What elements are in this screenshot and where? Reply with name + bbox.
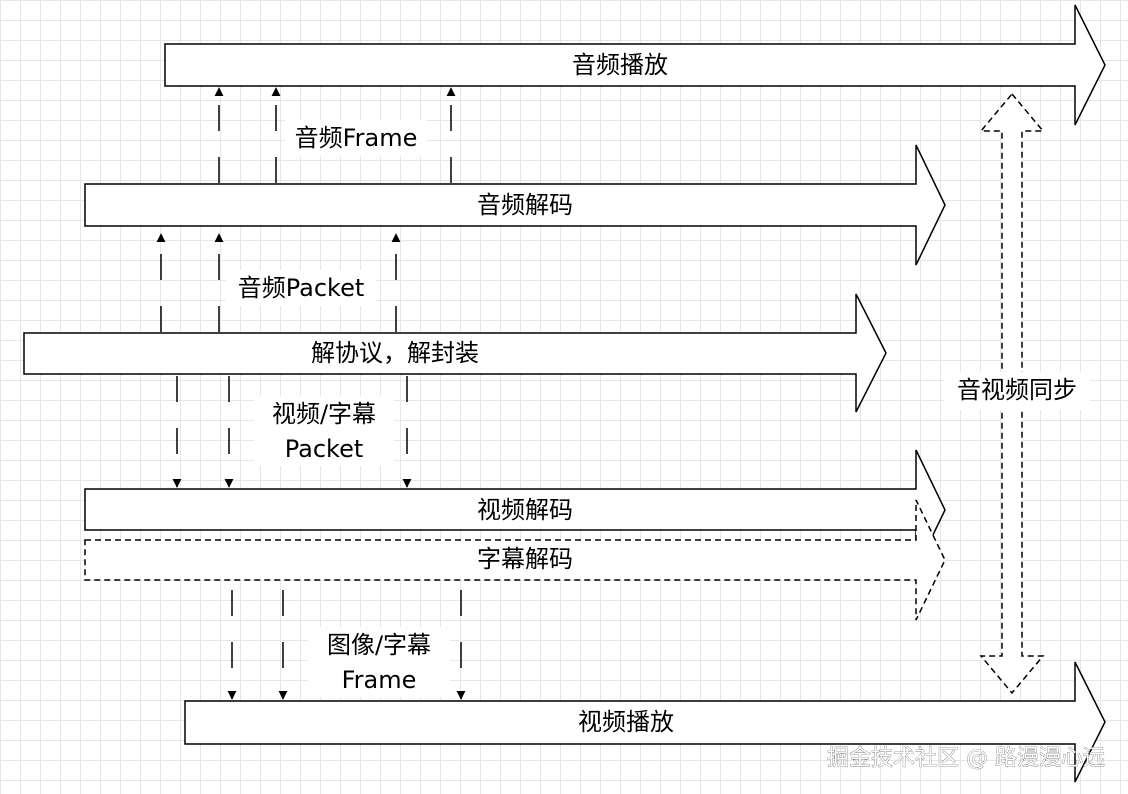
image-frame-label-line2: Frame xyxy=(342,666,417,694)
audio-decode-arrow xyxy=(84,144,946,266)
image-frame-label-bg xyxy=(308,627,450,697)
subtitle-decode-label: 字幕解码 xyxy=(477,545,573,573)
demux-label: 解协议，解封装 xyxy=(311,339,479,367)
video-packet-label-bg xyxy=(254,396,394,466)
video-decode-label: 视频解码 xyxy=(477,496,573,524)
sync-label-bg xyxy=(944,372,1090,410)
image-frame-label-line1: 图像/字幕 xyxy=(327,631,431,659)
video-packet-label-line1: 视频/字幕 xyxy=(272,400,376,428)
audio-frame-label-bg xyxy=(285,120,427,156)
video-packet-label-line2: Packet xyxy=(285,435,364,463)
sync-label: 音视频同步 xyxy=(957,376,1077,404)
video-play-label: 视频播放 xyxy=(578,708,674,736)
demux-arrow xyxy=(23,293,887,413)
subtitle-decode-arrow xyxy=(84,499,946,621)
audio-packet-label: 音频Packet xyxy=(238,274,365,302)
audio-decode-label: 音频解码 xyxy=(477,191,573,219)
audio-play-label: 音频播放 xyxy=(572,51,668,79)
audio-packet-label-bg xyxy=(226,270,376,306)
audio-frame-label: 音频Frame xyxy=(295,124,418,152)
audio-play-arrow xyxy=(164,4,1106,126)
watermark: 掘金技术社区 @ 路漫漫心远 xyxy=(827,746,1105,771)
video-play-arrow xyxy=(184,661,1106,783)
